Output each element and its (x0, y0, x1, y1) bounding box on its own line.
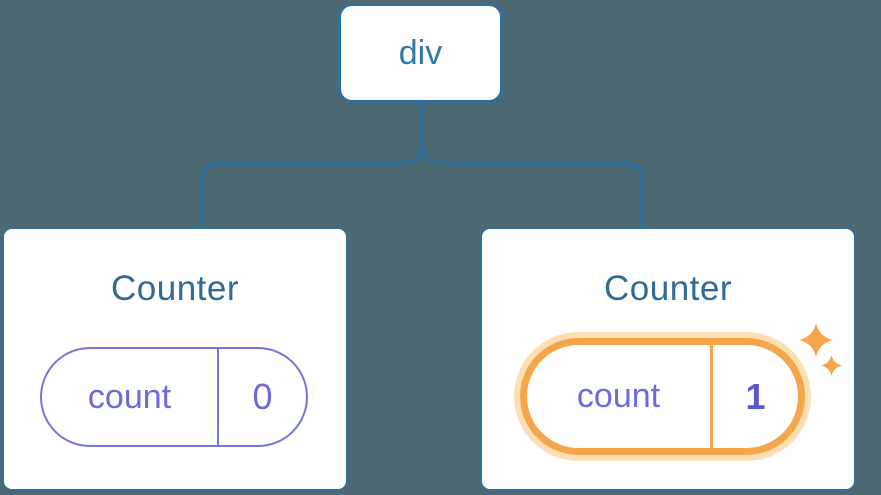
root-node-label: div (398, 33, 443, 72)
counter-card-left: Counter count 0 (2, 227, 348, 491)
sparkle-icon (799, 323, 833, 357)
component-title: Counter (603, 269, 733, 308)
tree-node-root: div (338, 3, 503, 103)
component-title: Counter (110, 269, 240, 308)
connector-left-branch (200, 103, 424, 227)
state-pill-highlighted: count 1 (520, 338, 805, 455)
state-key-label: count (527, 345, 713, 448)
state-pill: count 0 (40, 347, 308, 447)
state-key-label: count (42, 349, 219, 445)
state-value: 0 (252, 376, 273, 417)
connector-right-branch (420, 103, 644, 227)
sparkle-icon (821, 355, 842, 376)
counter-card-right: Counter count 1 (480, 227, 856, 491)
state-value: 1 (745, 375, 766, 417)
